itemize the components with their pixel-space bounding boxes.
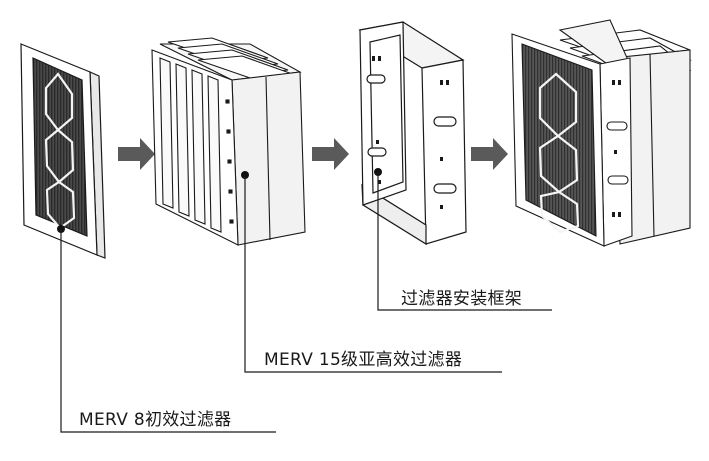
assembled-unit <box>511 19 692 247</box>
frame-leader-line <box>377 172 552 311</box>
mount-frame <box>358 21 467 246</box>
right-arrow-icon <box>471 138 508 170</box>
bag-filter-label: MERV 15级亚高效过滤器 <box>264 350 463 370</box>
right-arrow-icon <box>312 138 349 170</box>
right-arrow-icon <box>118 138 155 170</box>
mount-frame-label: 过滤器安装框架 <box>401 289 523 309</box>
prefilter-panel <box>20 43 106 259</box>
prefilter-label: MERV 8初效过滤器 <box>79 410 232 430</box>
bag-filter <box>151 37 306 246</box>
bag-filter-leader-line <box>244 175 502 373</box>
leader-lines <box>60 172 552 433</box>
prefilter-leader-line <box>60 229 276 433</box>
